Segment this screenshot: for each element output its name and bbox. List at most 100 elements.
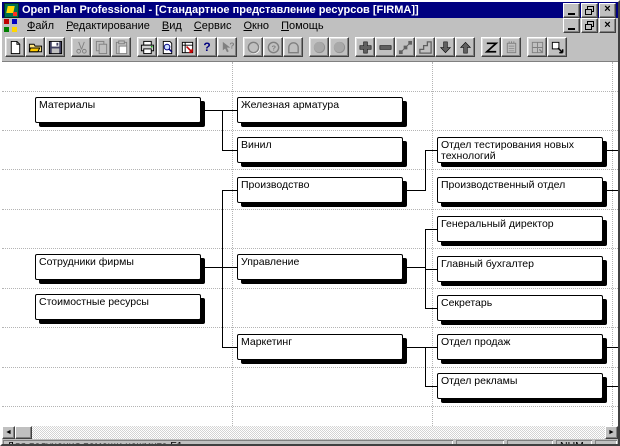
grid-line bbox=[2, 209, 618, 210]
connector-line bbox=[222, 110, 223, 150]
close-button[interactable]: × bbox=[599, 2, 616, 18]
tree-node-label: Отдел тестирования новых технологий bbox=[441, 139, 575, 162]
tree-node-label: Сотрудники фирмы bbox=[39, 256, 134, 268]
add-icon bbox=[359, 41, 371, 53]
close-icon: × bbox=[604, 18, 611, 31]
zigzag-view-button[interactable] bbox=[481, 37, 501, 57]
zigzag-view-icon bbox=[484, 41, 498, 53]
document-icon-part bbox=[12, 19, 17, 24]
tree-node-vinyl[interactable]: Винил bbox=[237, 137, 403, 163]
menu-window[interactable]: Окно bbox=[243, 19, 270, 32]
tree-node-advertising-dept[interactable]: Отдел рекламы bbox=[437, 373, 603, 399]
tree-node-label: Производство bbox=[241, 179, 310, 191]
tree-node-marketing[interactable]: Маркетинг bbox=[237, 334, 403, 360]
tree-node-secretary[interactable]: Секретарь bbox=[437, 295, 603, 321]
tree-node-production-dept[interactable]: Производственный отдел bbox=[437, 177, 603, 203]
document-icon[interactable] bbox=[4, 19, 17, 32]
move-up-button[interactable] bbox=[455, 37, 475, 57]
document-icon-part bbox=[12, 27, 17, 32]
open-button[interactable] bbox=[25, 37, 45, 57]
menu-edit[interactable]: Редактирование bbox=[66, 19, 150, 32]
move-down-icon bbox=[439, 41, 451, 53]
cascade-windows-icon bbox=[551, 41, 563, 53]
tree-node-materials[interactable]: Материалы bbox=[35, 97, 201, 123]
tree-node-general-director[interactable]: Генеральный директор bbox=[437, 216, 603, 242]
tree-node-sales-dept[interactable]: Отдел продаж bbox=[437, 334, 603, 360]
filled-circle-node-alt-button[interactable] bbox=[329, 37, 349, 57]
cut-button[interactable] bbox=[71, 37, 91, 57]
context-help-button[interactable]: ? bbox=[217, 37, 237, 57]
tree-node-testing-dept[interactable]: Отдел тестирования новых технологий bbox=[437, 137, 603, 163]
tree-node-label: Генеральный директор bbox=[441, 218, 554, 230]
connector-line bbox=[425, 347, 437, 348]
remove-button[interactable] bbox=[375, 37, 395, 57]
scrollbar-thumb[interactable] bbox=[15, 426, 32, 439]
notes-button[interactable] bbox=[501, 37, 521, 57]
child-restore-button[interactable] bbox=[581, 18, 598, 33]
connector-line bbox=[222, 190, 237, 191]
filled-circle-node-button[interactable] bbox=[309, 37, 329, 57]
save-button[interactable] bbox=[45, 37, 65, 57]
move-down-button[interactable] bbox=[435, 37, 455, 57]
svg-text:?: ? bbox=[271, 43, 276, 52]
tree-node-label: Секретарь bbox=[441, 297, 493, 309]
filled-circle-node-icon bbox=[313, 41, 325, 53]
menu-file[interactable]: Файл bbox=[27, 19, 55, 32]
tree-node-iron-fittings[interactable]: Железная арматура bbox=[237, 97, 403, 123]
tree-node-chief-accountant[interactable]: Главный бухгалтер bbox=[437, 256, 603, 282]
tree-node-label: Главный бухгалтер bbox=[441, 258, 534, 270]
data-exchange-button[interactable] bbox=[177, 37, 197, 57]
tree-node-label: Отдел продаж bbox=[441, 336, 511, 348]
scroll-right-button[interactable]: ► bbox=[605, 426, 618, 439]
connector-line bbox=[201, 267, 222, 268]
hierarchy-steps-icon bbox=[418, 40, 432, 54]
menu-view[interactable]: Вид bbox=[161, 19, 182, 32]
tile-windows-icon bbox=[531, 41, 543, 53]
menu-help[interactable]: Помощь bbox=[281, 19, 324, 32]
horizontal-scrollbar[interactable]: ◄ ► bbox=[2, 426, 618, 439]
notes-icon bbox=[506, 40, 516, 53]
tree-node-cost-resources[interactable]: Стоимостные ресурсы bbox=[35, 294, 201, 320]
help-button[interactable]: ? bbox=[197, 37, 217, 57]
add-button[interactable] bbox=[355, 37, 375, 57]
paste-button[interactable] bbox=[111, 37, 131, 57]
hierarchy-steps-button[interactable] bbox=[415, 37, 435, 57]
scroll-left-button[interactable]: ◄ bbox=[2, 426, 15, 439]
new-button[interactable] bbox=[5, 37, 25, 57]
grid-line bbox=[612, 62, 613, 426]
minimize-button[interactable] bbox=[563, 2, 580, 18]
print-preview-icon bbox=[162, 40, 172, 54]
tree-node-management[interactable]: Управление bbox=[237, 254, 403, 280]
status-message: Для получения помощи нажмите F1 bbox=[3, 440, 453, 444]
tile-windows-button[interactable] bbox=[527, 37, 547, 57]
arch-node-button[interactable] bbox=[283, 37, 303, 57]
tree-node-employees[interactable]: Сотрудники фирмы bbox=[35, 254, 201, 280]
scrollbar-track[interactable] bbox=[15, 426, 605, 439]
child-minimize-button[interactable] bbox=[563, 18, 580, 33]
tree-node-label: Отдел рекламы bbox=[441, 375, 518, 387]
num-lock-indicator: NUM bbox=[556, 440, 592, 444]
tree-node-production[interactable]: Производство bbox=[237, 177, 403, 203]
filled-circle-node-alt-icon bbox=[333, 41, 345, 53]
app-icon[interactable] bbox=[4, 2, 19, 18]
restore-button[interactable] bbox=[581, 2, 598, 18]
open-folder-icon bbox=[28, 43, 42, 52]
menu-tools[interactable]: Сервис bbox=[193, 19, 232, 32]
circle-node-button[interactable] bbox=[243, 37, 263, 57]
resource-tree-canvas[interactable]: Материалы Сотрудники фирмы Стоимостные р… bbox=[2, 62, 618, 426]
cascade-windows-button[interactable] bbox=[547, 37, 567, 57]
connector-line bbox=[222, 150, 237, 151]
print-button[interactable] bbox=[137, 37, 157, 57]
copy-button[interactable] bbox=[91, 37, 111, 57]
connector-line bbox=[603, 386, 618, 387]
print-preview-button[interactable] bbox=[157, 37, 177, 57]
minimize-icon bbox=[568, 12, 575, 15]
move-up-icon bbox=[459, 41, 471, 53]
circle-question-node-button[interactable]: ? bbox=[263, 37, 283, 57]
link-nodes-button[interactable] bbox=[395, 37, 415, 57]
child-close-button[interactable]: × bbox=[599, 18, 616, 33]
connector-line bbox=[603, 347, 618, 348]
paste-icon bbox=[115, 39, 127, 54]
status-panel bbox=[507, 440, 553, 444]
